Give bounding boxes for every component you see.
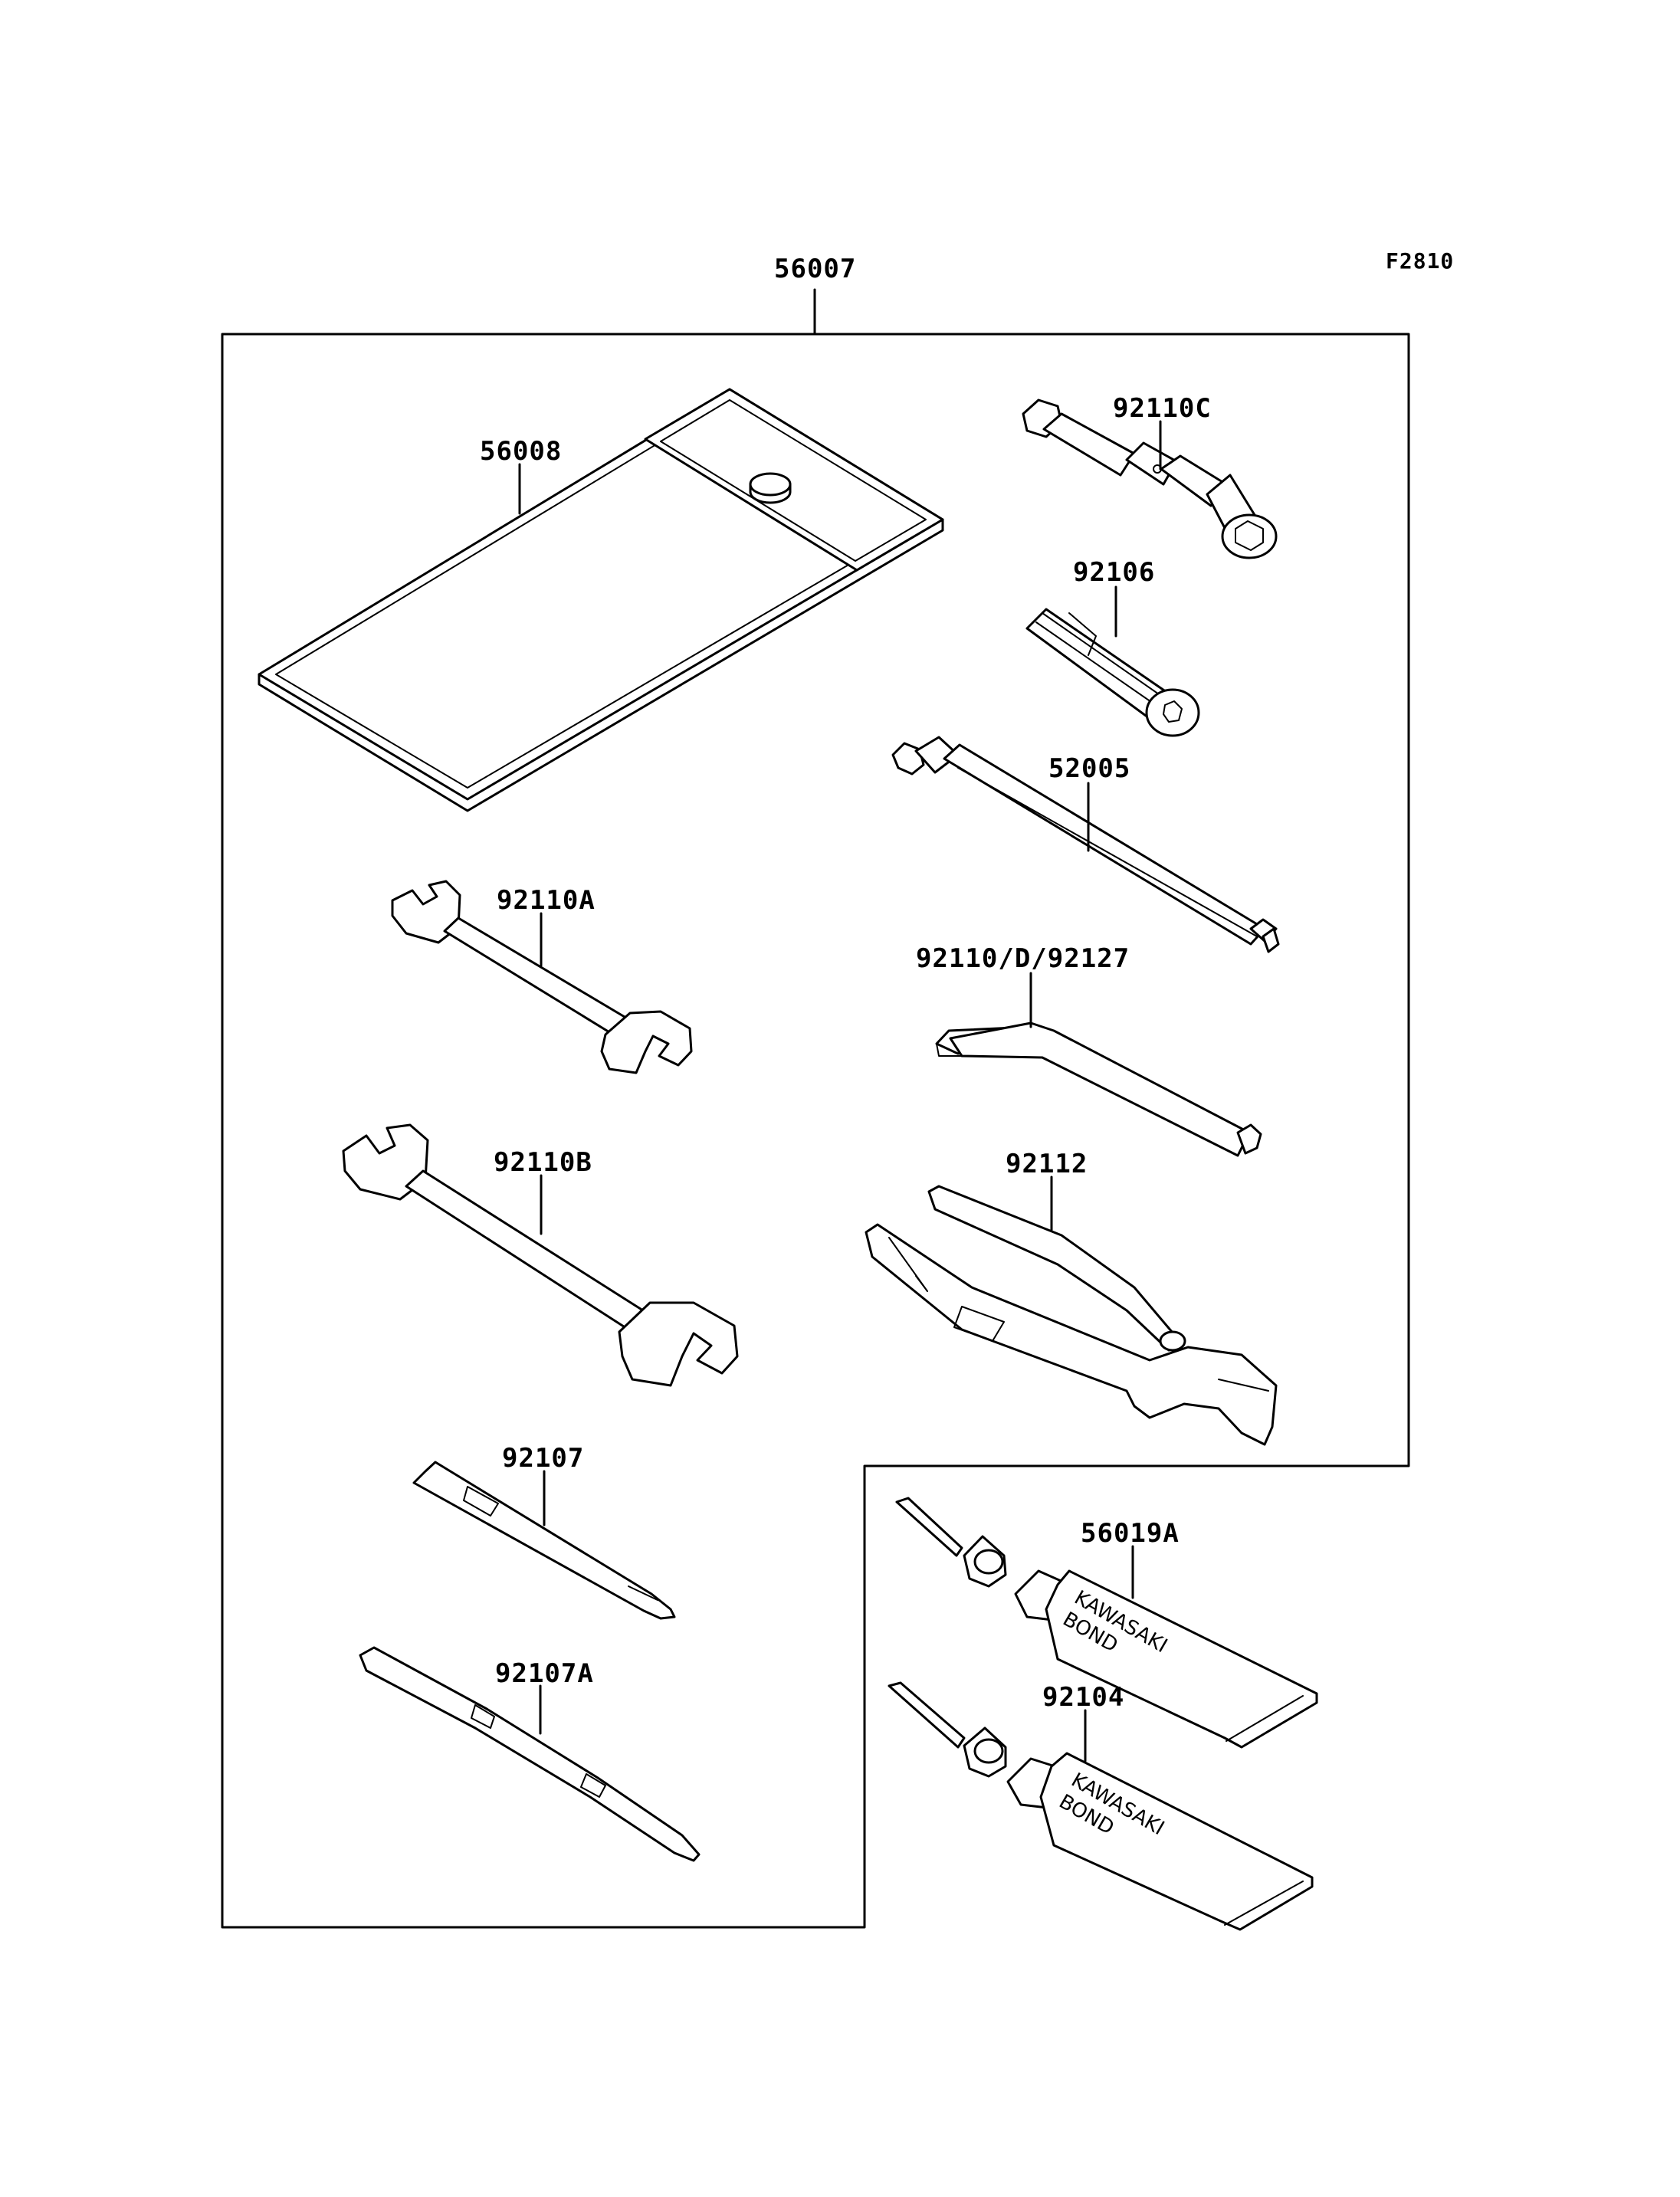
part-label-92110B: 92110B bbox=[494, 1147, 592, 1178]
part-label-56008: 56008 bbox=[480, 436, 562, 467]
screwdriver-icon bbox=[359, 1646, 701, 1862]
open-end-wrench-icon bbox=[342, 1123, 739, 1387]
hex-key-icon bbox=[935, 1021, 1262, 1157]
assembly-boundary bbox=[221, 333, 1410, 1929]
part-label-52005: 52005 bbox=[1048, 753, 1130, 784]
part-label-92106: 92106 bbox=[1073, 557, 1155, 588]
part-label-92107: 92107 bbox=[502, 1443, 584, 1474]
part-label-92107A: 92107A bbox=[495, 1658, 594, 1689]
part-label-92104: 92104 bbox=[1042, 1682, 1124, 1713]
figure-code: F2810 bbox=[1386, 248, 1454, 274]
part-label-92112: 92112 bbox=[1006, 1149, 1088, 1179]
screwdriver-bit-icon bbox=[412, 1461, 676, 1620]
bond-tube-icon: KAWASAKI BOND bbox=[888, 1681, 1314, 1931]
part-label-92110A: 92110A bbox=[497, 885, 596, 916]
part-label-56019A: 56019A bbox=[1081, 1518, 1180, 1549]
assembly-part-number: 56007 bbox=[774, 254, 856, 284]
part-label-92110C: 92110C bbox=[1113, 393, 1212, 424]
bond-tube-icon: KAWASAKI BOND bbox=[895, 1497, 1318, 1749]
open-end-wrench-icon bbox=[391, 880, 693, 1074]
socket-wrench-icon bbox=[1022, 398, 1278, 559]
pressure-gauge-icon bbox=[891, 736, 1280, 953]
tool-pouch-icon bbox=[258, 388, 944, 812]
pliers-icon bbox=[865, 1185, 1278, 1446]
plug-socket-icon bbox=[1025, 608, 1200, 737]
part-label-92110D: 92110/D/92127 bbox=[916, 943, 1130, 974]
